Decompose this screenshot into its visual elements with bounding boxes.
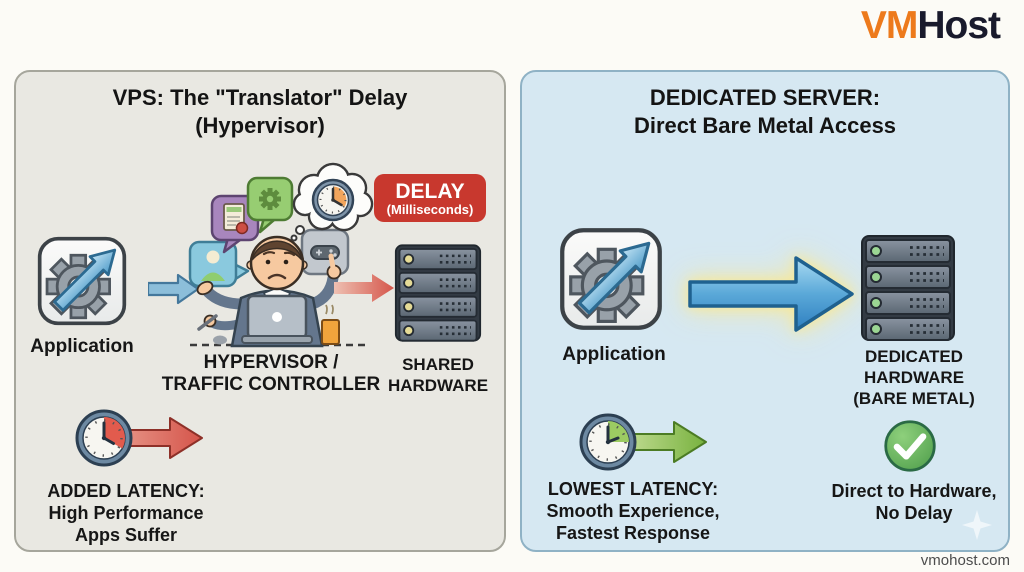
dedicated-hardware-label: DEDICATED HARDWARE (BARE METAL): [853, 347, 975, 408]
red-arrow-icon: [334, 274, 394, 302]
added-latency-clock-icon: [75, 409, 203, 467]
sparkle-icon: [962, 510, 992, 540]
coffee-cup-icon: [321, 304, 340, 345]
user-bubble-icon: [188, 240, 250, 288]
vps-panel-title: VPS: The "Translator" Delay (Hypervisor): [16, 84, 504, 140]
vps-panel: VPS: The "Translator" Delay (Hypervisor): [14, 70, 506, 552]
shared-hardware-server-icon: [394, 244, 482, 342]
laptop-icon: [241, 294, 313, 344]
lowest-latency-label: LOWEST LATENCY: Smooth Experience, Faste…: [546, 479, 720, 543]
application-gear-icon: [560, 228, 662, 330]
application-label: Application: [562, 344, 666, 365]
dedicated-title-line1: DEDICATED SERVER:: [649, 85, 881, 110]
blue-arrow-icon: [148, 273, 200, 305]
logo-vm-text: VM: [860, 4, 918, 47]
gear-bubble-icon: [246, 176, 294, 234]
vps-title-line1: VPS: The "Translator" Delay: [112, 85, 408, 110]
delay-badge: DELAY (Milliseconds): [374, 174, 486, 222]
shared-hardware-label: SHARED HARDWARE: [387, 355, 489, 395]
logo-host-text: Host: [917, 4, 1001, 47]
document-bubble-icon: [210, 194, 260, 254]
application-label: Application: [30, 336, 134, 357]
mouse-icon: [213, 335, 227, 345]
dedicated-panel-title: DEDICATED SERVER: Direct Bare Metal Acce…: [522, 84, 1008, 140]
checkmark-icon: [884, 420, 936, 472]
delay-badge-title: DELAY: [395, 179, 465, 203]
lowest-latency-clock-icon: [579, 413, 707, 471]
added-latency-label: ADDED LATENCY: High Performance Apps Suf…: [47, 481, 205, 545]
dedicated-hardware-server-icon: [861, 235, 955, 341]
hypervisor-character-illustration: [188, 176, 368, 348]
dedicated-title-line2: Direct Bare Metal Access: [633, 113, 897, 138]
direct-to-hardware-label: Direct to Hardware, No Delay: [831, 481, 997, 523]
dedicated-panel: DEDICATED SERVER: Direct Bare Metal Acce…: [520, 70, 1010, 552]
delay-badge-subtitle: (Milliseconds): [386, 201, 474, 217]
application-gear-icon: [37, 236, 127, 326]
vmhost-logo: VMHost: [860, 4, 1001, 48]
thought-cloud-clock-icon: [290, 162, 374, 242]
site-url: vmohost.com: [920, 552, 1010, 569]
vps-title-line2: (Hypervisor): [195, 113, 325, 138]
hypervisor-label: HYPERVISOR / TRAFFIC CONTROLLER: [161, 352, 381, 395]
direct-access-arrow-icon: [688, 256, 854, 332]
